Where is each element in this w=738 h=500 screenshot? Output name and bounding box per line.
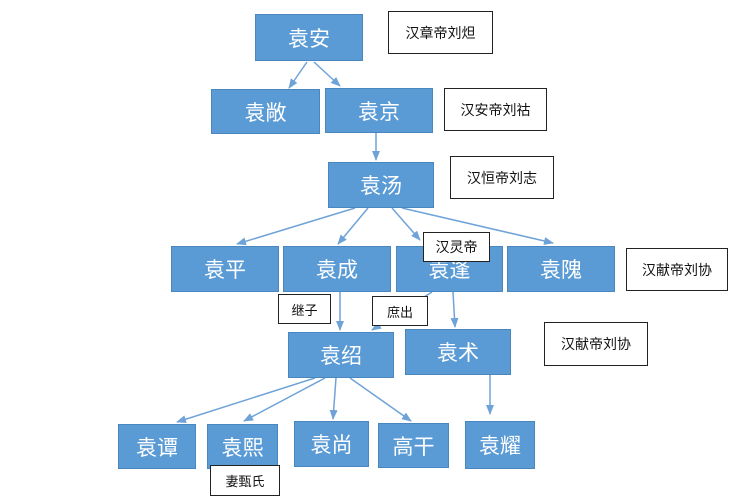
arrow-tang-to-wei <box>401 207 554 245</box>
arrow-tang-to-cheng <box>337 207 369 245</box>
label-wife-zhen: 妻甄氏 <box>210 465 280 496</box>
arrow-shao-to-gaogan <box>349 377 412 422</box>
node-yuan-chang: 袁敞 <box>211 89 320 134</box>
label-adopted-son: 继子 <box>278 294 331 324</box>
arrow-an-to-jing <box>313 61 341 87</box>
node-yuan-shang: 袁尚 <box>294 421 369 467</box>
node-yuan-shu: 袁术 <box>405 329 511 375</box>
node-yuan-shao: 袁绍 <box>288 332 394 378</box>
node-yuan-an: 袁安 <box>255 14 363 61</box>
node-yuan-yao: 袁耀 <box>465 421 535 469</box>
label-emperor-huan: 汉恒帝刘志 <box>450 156 554 199</box>
arrow-feng-to-shu <box>450 291 459 328</box>
arrow-shao-to-xi <box>243 377 326 422</box>
label-emperor-an: 汉安帝刘祜 <box>444 88 547 131</box>
node-yuan-ping: 袁平 <box>171 246 279 292</box>
node-yuan-xi: 袁熙 <box>207 424 278 469</box>
arrow-tang-to-feng <box>391 207 421 241</box>
node-yuan-wei: 袁隗 <box>507 246 615 292</box>
label-emperor-zhang: 汉章帝刘炟 <box>388 11 493 54</box>
label-emperor-ling: 汉灵帝 <box>423 232 490 262</box>
node-gao-gan: 高干 <box>378 423 449 468</box>
node-yuan-cheng: 袁成 <box>283 246 391 292</box>
arrow-tang-to-ping <box>236 207 356 246</box>
arrow-shao-to-shang <box>329 377 338 420</box>
node-yuan-jing: 袁京 <box>325 88 433 133</box>
arrow-an-to-chang <box>288 61 308 89</box>
node-yuan-tan: 袁谭 <box>118 424 196 469</box>
label-illegitimate: 庶出 <box>372 296 428 326</box>
arrow-shao-to-tan <box>176 377 316 424</box>
node-yuan-tang: 袁汤 <box>328 162 434 208</box>
label-emperor-xian-1: 汉献帝刘协 <box>626 248 728 291</box>
label-emperor-xian-2: 汉献帝刘协 <box>544 322 648 366</box>
